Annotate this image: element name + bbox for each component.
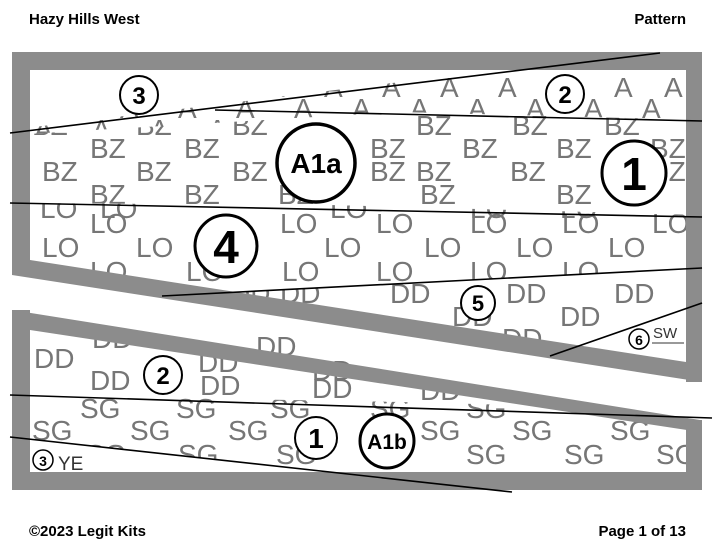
fabric-code-text: SG bbox=[564, 439, 604, 470]
svg-text:A1b: A1b bbox=[367, 431, 407, 454]
fabric-code-text: BZ bbox=[370, 156, 406, 187]
fabric-code-text: BZ bbox=[90, 133, 126, 164]
fabric-code-text: BZ bbox=[232, 156, 268, 187]
page-indicator: Page 1 of 13 bbox=[598, 523, 686, 540]
fabric-code-text: A bbox=[498, 72, 517, 103]
fabric-code-text: A bbox=[584, 93, 603, 124]
fabric-code-text: DD bbox=[506, 278, 546, 309]
svg-text:1: 1 bbox=[308, 423, 324, 454]
top-unit-interior bbox=[30, 70, 686, 362]
fabric-code-text: DD bbox=[200, 370, 240, 401]
fabric-code-text: SG bbox=[228, 415, 268, 446]
fabric-code-text: BZ bbox=[416, 110, 452, 141]
svg-text:YE: YE bbox=[58, 454, 83, 475]
fabric-code-text: LO bbox=[376, 256, 413, 287]
fabric-code-text: BZ bbox=[462, 133, 498, 164]
pattern-title: Hazy Hills West bbox=[29, 11, 140, 28]
fabric-code-text: A bbox=[294, 93, 313, 124]
fabric-code-text: LO bbox=[100, 193, 137, 224]
fabric-code-text: LO bbox=[282, 256, 319, 287]
fabric-code-text: LO bbox=[516, 232, 553, 263]
top-unit-border-bottom bbox=[12, 257, 702, 382]
fabric-code-text: SG bbox=[420, 415, 460, 446]
seam-line bbox=[161, 267, 703, 297]
fabric-code-text: LO bbox=[608, 232, 645, 263]
piece-3-bottom-label: 3 YE bbox=[32, 449, 83, 475]
fabric-code-text: SG bbox=[80, 393, 120, 424]
fabric-code-text: LO bbox=[376, 208, 413, 239]
fabric-code-text: BZ bbox=[184, 133, 220, 164]
fabric-code-text: SG bbox=[466, 439, 506, 470]
svg-text:4: 4 bbox=[213, 221, 239, 273]
top-unit-border-top bbox=[12, 52, 702, 70]
fabric-code-text: LO bbox=[280, 208, 317, 239]
fabric-code-text: BZ bbox=[136, 156, 172, 187]
fabric-code-text: A bbox=[642, 93, 661, 124]
fabric-code-text: BZ bbox=[370, 133, 406, 164]
fabric-code-text: LO bbox=[136, 232, 173, 263]
svg-text:3: 3 bbox=[132, 83, 145, 110]
seam-line bbox=[214, 109, 703, 122]
svg-text:A1a: A1a bbox=[290, 148, 342, 179]
fabric-code-text: DD bbox=[90, 365, 130, 396]
top-unit-border-left bbox=[12, 52, 30, 272]
fabric-code-text: BZ bbox=[510, 156, 546, 187]
fabric-code-text: BZ bbox=[556, 133, 592, 164]
fabric-code-text: BZ bbox=[420, 179, 456, 210]
bottom-unit-border-bottom bbox=[12, 472, 702, 490]
seam-line bbox=[9, 394, 713, 419]
bottom-unit-border-left bbox=[12, 310, 30, 490]
seam-line bbox=[9, 52, 661, 134]
fabric-code-text: BZ bbox=[556, 179, 592, 210]
fabric-code-text: LO bbox=[90, 208, 127, 239]
fabric-code-text: A bbox=[664, 72, 683, 103]
piece-4-label: 4 bbox=[193, 213, 259, 279]
svg-text:SW: SW bbox=[653, 325, 678, 342]
piece-2-label: 2 bbox=[545, 74, 585, 114]
fabric-code-text: DD bbox=[34, 343, 74, 374]
svg-text:6: 6 bbox=[635, 332, 643, 348]
fabric-code-text: BZ bbox=[42, 156, 78, 187]
svg-text:3: 3 bbox=[39, 453, 47, 469]
fabric-code-text: DD bbox=[312, 373, 352, 404]
bottom-unit-border-top bbox=[12, 310, 700, 432]
copyright-text: ©2023 Legit Kits bbox=[29, 523, 146, 540]
fabric-code-text: LO bbox=[562, 208, 599, 239]
piece-2-bottom-label: 2 bbox=[143, 355, 183, 395]
svg-text:5: 5 bbox=[472, 291, 484, 316]
fabric-code-text: LO bbox=[424, 232, 461, 263]
fabric-code-text: SG bbox=[512, 415, 552, 446]
fabric-code-text: LO bbox=[40, 193, 77, 224]
fabric-code-text: DD bbox=[614, 278, 654, 309]
piece-1-bottom-label: 1 bbox=[294, 416, 338, 460]
svg-text:2: 2 bbox=[156, 363, 169, 390]
fabric-code-text: BZ bbox=[416, 156, 452, 187]
piece-5-label: 5 bbox=[460, 285, 496, 321]
unit-A1a-label: A1a bbox=[275, 122, 357, 204]
fabric-code-text: SG bbox=[130, 415, 170, 446]
section-label: Pattern bbox=[634, 11, 686, 28]
fabric-code-text: SG bbox=[656, 439, 696, 470]
seam-line bbox=[549, 302, 703, 357]
fabric-code-text: LO bbox=[330, 193, 367, 224]
fabric-code-text: LO bbox=[324, 232, 361, 263]
fabric-code-text: SG bbox=[176, 393, 216, 424]
seam-line bbox=[9, 202, 703, 218]
fabric-code-text: A bbox=[614, 72, 633, 103]
piece-3-label: 3 bbox=[119, 75, 159, 115]
piece-6-label: 6 SW bbox=[628, 325, 684, 350]
svg-text:2: 2 bbox=[558, 82, 571, 109]
svg-text:1: 1 bbox=[621, 148, 647, 200]
unit-A1b-label: A1b bbox=[358, 412, 416, 470]
seam-line bbox=[9, 436, 513, 493]
fabric-code-text: DD bbox=[560, 301, 600, 332]
fabric-code-text: LO bbox=[42, 232, 79, 263]
piece-1-label: 1 bbox=[600, 139, 668, 207]
